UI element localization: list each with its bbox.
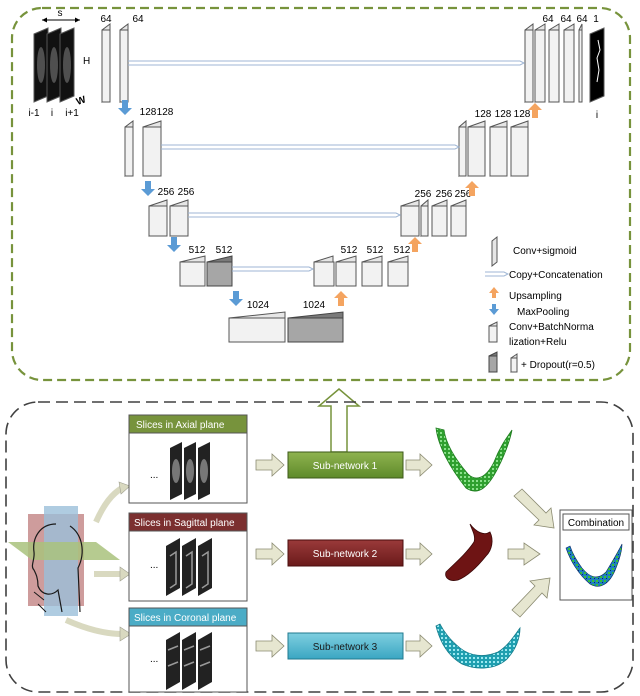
legend-upsampling-icon xyxy=(489,287,499,298)
slice-label-next: i+1 xyxy=(65,108,79,119)
dec4-label-c: 512 xyxy=(394,245,411,256)
subnetwork-1-label: Sub-network 1 xyxy=(313,461,378,472)
maxpool-arrows xyxy=(118,100,243,306)
curve-arrow-coronal xyxy=(64,617,123,637)
decoder-level-2: 128 128 128 xyxy=(458,109,531,178)
enc4-label-b: 512 xyxy=(216,245,233,256)
arrows-to-results xyxy=(405,453,433,658)
enc3-label-a: 256 xyxy=(158,187,175,198)
coronal-label: Slices in Coronal plane xyxy=(134,613,237,624)
slices-coronal: Slices in Coronal plane ... xyxy=(128,607,248,693)
upsample-arrows xyxy=(334,103,542,306)
axial-dots: ... xyxy=(150,470,158,481)
mandible-axial-icon xyxy=(435,427,513,492)
output-slice: 1 i xyxy=(589,14,605,121)
dim-s-label: s xyxy=(58,8,63,19)
legend-upsampling: Upsampling xyxy=(509,291,562,302)
up-arrow-2 xyxy=(408,237,422,252)
dec4-label-b: 512 xyxy=(367,245,384,256)
skip-connections xyxy=(128,60,526,272)
legend-dropout: + Dropout(r=0.5) xyxy=(521,360,595,371)
enc3-label-b: 256 xyxy=(178,187,195,198)
dec2-label-b: 128 xyxy=(495,109,512,120)
subnetwork-2: Sub-network 2 xyxy=(287,539,404,567)
dec1-label-c: 64 xyxy=(576,14,588,25)
output-slice-label: i xyxy=(596,110,598,121)
legend-conv-sigmoid-icon xyxy=(491,235,498,268)
dec3-label-a: 256 xyxy=(415,189,432,200)
up-arrow-3 xyxy=(465,181,479,196)
slices-sagittal: Slices in Sagittal plane ... xyxy=(128,512,248,602)
decoder-level-1: 64 64 64 xyxy=(524,14,588,103)
subnetwork-1: Sub-network 1 xyxy=(287,451,404,479)
slices-axial: Slices in Axial plane ... xyxy=(128,414,248,504)
pool-arrow-1 xyxy=(118,100,132,115)
combination-label: Combination xyxy=(568,518,624,529)
legend-copy-concat-icon xyxy=(485,271,510,277)
pipeline-panel: Slices in Axial plane ... Slices in Sagi… xyxy=(5,401,634,693)
dec2-label-a: 128 xyxy=(475,109,492,120)
enc2-label-b: 128 xyxy=(157,107,174,118)
arrows-to-subnets xyxy=(255,453,285,658)
coronal-dots: ... xyxy=(150,654,158,665)
dec1-label-a: 64 xyxy=(542,14,554,25)
encoder-level-1: 64 64 xyxy=(100,14,144,103)
up-arrow-4 xyxy=(528,103,542,118)
enc4-label-a: 512 xyxy=(189,245,206,256)
mandible-coronal-icon xyxy=(435,623,521,669)
legend-conv-bn-line2: lization+Relu xyxy=(509,337,567,348)
enc1-label-b: 64 xyxy=(132,14,144,25)
arrows-to-combination xyxy=(507,488,555,618)
pool-arrow-4 xyxy=(229,291,243,306)
output-channels-label: 1 xyxy=(593,14,599,25)
legend-copy-concat: Copy+Concatenation xyxy=(509,270,603,281)
legend-maxpooling: MaxPooling xyxy=(517,307,569,318)
unet-link-arrow xyxy=(316,388,362,453)
enc1-label-a: 64 xyxy=(100,14,112,25)
slice-label-cur: i xyxy=(51,108,53,119)
legend: Conv+sigmoid Copy+Concatenation Upsampli… xyxy=(485,235,603,373)
unet-panel: s H W i-1 i i+1 64 64 128 128 xyxy=(10,6,632,382)
legend-conv-sigmoid: Conv+sigmoid xyxy=(513,246,577,257)
dec2-label-c: 128 xyxy=(514,109,531,120)
sagittal-dots: ... xyxy=(150,560,158,571)
bottleneck: 1024 1024 xyxy=(228,300,344,343)
dim-h-label: H xyxy=(83,56,90,67)
dec3-label-b: 256 xyxy=(436,189,453,200)
mandible-sagittal-icon xyxy=(445,523,493,581)
dec1-label-b: 64 xyxy=(560,14,572,25)
pool-arrow-3 xyxy=(167,237,181,252)
dec5-label: 1024 xyxy=(303,300,326,311)
subnetwork-3-label: Sub-network 3 xyxy=(313,642,378,653)
decoder-level-3: 256 256 256 xyxy=(400,189,472,238)
combination-panel: Combination xyxy=(559,509,633,601)
sagittal-label: Slices in Sagittal plane xyxy=(134,518,235,529)
encoder-level-4: 512 512 xyxy=(179,245,233,287)
head-planes xyxy=(8,506,120,616)
subnetwork-2-label: Sub-network 2 xyxy=(313,549,378,560)
curve-arrow-axial xyxy=(93,485,124,524)
enc2-label-a: 128 xyxy=(140,107,157,118)
up-arrow-1 xyxy=(334,291,348,306)
encoder-level-3: 256 256 xyxy=(148,187,195,237)
input-slices: s H W i-1 i i+1 xyxy=(28,8,90,119)
enc5-label: 1024 xyxy=(247,300,270,311)
subnetwork-3: Sub-network 3 xyxy=(287,632,404,660)
pool-arrow-2 xyxy=(141,181,155,196)
legend-conv-bn-line1: Conv+BatchNorma xyxy=(509,322,594,333)
slice-label-prev: i-1 xyxy=(28,108,40,119)
decoder-level-4: 512 512 512 xyxy=(313,245,411,287)
unet-panel-border xyxy=(10,6,632,382)
legend-maxpooling-icon xyxy=(489,304,499,315)
dec4-label-a: 512 xyxy=(341,245,358,256)
axial-label: Slices in Axial plane xyxy=(136,420,225,431)
dim-w-label: W xyxy=(75,94,88,108)
pipeline-panel-border xyxy=(5,401,634,693)
mandible-combined-icon xyxy=(565,543,623,587)
encoder-level-2: 128 128 xyxy=(124,107,174,177)
dec3-label-c: 256 xyxy=(455,189,472,200)
